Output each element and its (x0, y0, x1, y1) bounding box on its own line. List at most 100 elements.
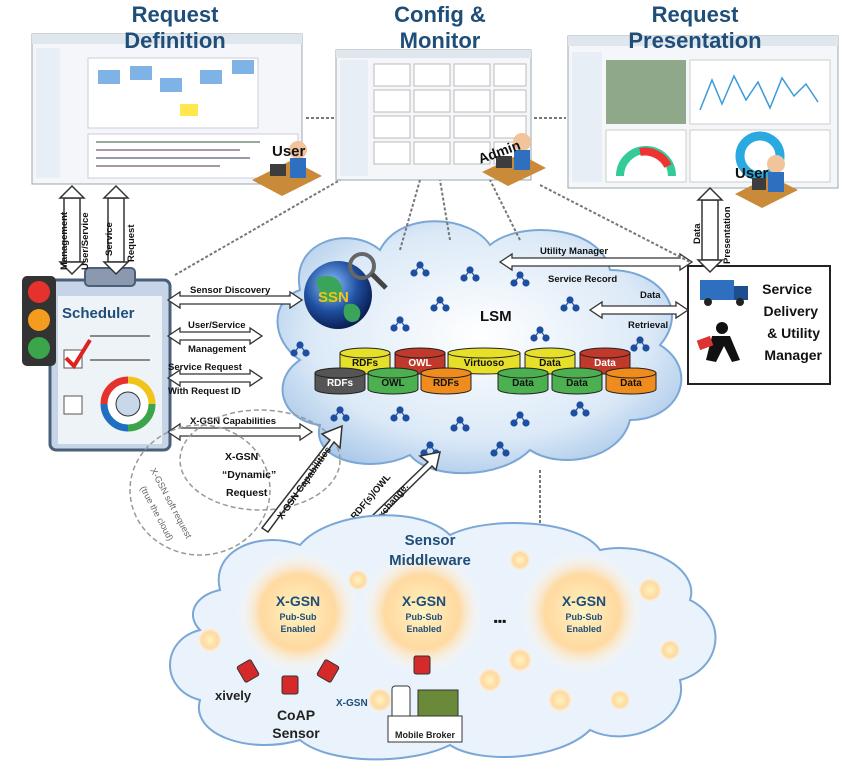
xgsn-small-label: X-GSN (336, 698, 368, 709)
ssn-globe-icon (304, 252, 388, 329)
cylinder-bottom-0: RDFs (314, 367, 366, 395)
cylinder-bottom-1-label: OWL (381, 378, 404, 389)
middleware-title-2: Middleware (389, 552, 471, 569)
middleware-ellipsis: ▪▪▪ (494, 614, 507, 628)
lsm-label: LSM (480, 308, 512, 325)
horizontal-arrows (166, 252, 694, 442)
arrow-user-service-mgmt (166, 326, 264, 346)
network-nodes (290, 261, 650, 457)
cylinder-top-0-label: RDFs (352, 358, 379, 369)
service-delivery-line-2: Delivery (764, 303, 819, 319)
management-label: Management (59, 211, 70, 270)
xgsn-dynamic-3: Request (226, 487, 268, 499)
request-presentation-title-1: Request (652, 2, 739, 27)
arrow-data-retrieval (588, 300, 690, 320)
admin-icon (482, 133, 546, 186)
request-presentation-title-2: Presentation (628, 28, 761, 53)
arrow-data-presentation (696, 186, 724, 274)
data-label: Data (692, 223, 703, 244)
xgsn-node-3-name: X-GSN (562, 593, 606, 609)
request-definition-screenshot (31, 33, 303, 185)
data-label-2: Data (640, 290, 661, 301)
cylinder-top-2: Virtuoso (447, 347, 521, 375)
mobile-broker-label: Mobile Broker (395, 730, 456, 740)
arrow-service-request (102, 184, 130, 276)
arrow-service-request-id (166, 368, 264, 388)
config-monitor-title-1: Config & (394, 2, 486, 27)
cylinder-bottom-5: Data (605, 367, 657, 395)
retrieval-label: Retrieval (628, 320, 668, 331)
user-icon (252, 141, 322, 196)
cylinder-bottom-0-label: RDFs (327, 378, 354, 389)
refresh-cycle-icon (100, 376, 156, 432)
coap-label-2: Sensor (272, 725, 320, 741)
service-delivery-box (687, 265, 831, 385)
xgsn-node-1-sub1: Pub-Sub (280, 612, 317, 622)
cylinder-bottom-2: RDFs (420, 367, 472, 395)
cylinder-bottom-3-label: Data (512, 378, 534, 389)
dynamic-request-loop (129, 409, 341, 556)
lsm-cloud (276, 220, 683, 475)
presentation-label: Presentation (722, 206, 733, 264)
request-presentation-screenshot (567, 35, 839, 189)
middleware-title-1: Sensor (405, 532, 456, 549)
sensor-bursts (196, 548, 682, 714)
service-delivery-line-1: Service (762, 281, 812, 297)
user-service-label-2: User/Service (188, 320, 246, 331)
cylinder-bottom-4-label: Data (566, 378, 588, 389)
user-label-1: User (272, 143, 306, 160)
xgsn-capabilities-label: X-GSN Capabilities (190, 416, 276, 427)
user-service-label: User/Service (80, 212, 91, 270)
user-label-2: User (735, 165, 769, 182)
cylinder-top-2-label: Virtuoso (464, 358, 504, 369)
ssn-label: SSN (318, 289, 349, 306)
cylinder-top-1-label: OWL (408, 358, 431, 369)
user-icon-2 (735, 155, 798, 208)
service-delivery-line-3: & Utility (767, 325, 820, 341)
sensor-discovery-label: Sensor Discovery (190, 285, 271, 296)
coap-label-1: CoAP (277, 707, 315, 723)
service-request-label: Service Request (168, 362, 243, 373)
xgsn-node-2-sub2: Enabled (406, 624, 441, 634)
management-label-2: Management (188, 344, 247, 355)
xgsn-capabilities-diag-label: X-GSN Capabilities (275, 445, 333, 522)
arrow-sensor-discovery (166, 290, 304, 310)
cylinder-bottom-1: OWL (367, 367, 419, 395)
cylinder-bottom-4: Data (551, 367, 603, 395)
xgsn-node-3-sub2: Enabled (566, 624, 601, 634)
request-definition-title-1: Request (132, 2, 219, 27)
request-definition-title-2: Definition (124, 28, 225, 53)
xgsn-node-1-name: X-GSN (276, 593, 320, 609)
xgsn-node-2-sub1: Pub-Sub (406, 612, 443, 622)
cylinder-bottom-2-label: RDFs (433, 378, 460, 389)
xgsn-node-2-name: X-GSN (402, 593, 446, 609)
delivery-man-icon (696, 322, 740, 362)
xgsn-dynamic-2: “Dynamic” (222, 469, 276, 481)
cylinder-top-4-label: Data (594, 358, 616, 369)
arrow-utility-manager (498, 252, 694, 272)
xgsn-node-3-sub1: Pub-Sub (566, 612, 603, 622)
service-label: Service (104, 222, 115, 256)
request-label: Request (126, 224, 137, 262)
dotted-connectors (174, 179, 691, 530)
service-record-label: Service Record (548, 274, 617, 285)
arrow-xgsn-capabilities-diag (260, 424, 343, 534)
xgsn-node-1-sub2: Enabled (280, 624, 315, 634)
config-monitor-screenshot (335, 49, 532, 181)
traffic-light-icon (22, 276, 56, 366)
arrow-management (58, 184, 86, 276)
xgsn-dynamic-1: X-GSN (225, 451, 258, 463)
cylinder-bottom-3: Data (497, 367, 549, 395)
xively-label: xively (215, 688, 252, 703)
utility-manager-label: Utility Manager (540, 246, 608, 257)
arrow-xgsn-capabilities (166, 422, 314, 442)
config-monitor-title-2: Monitor (400, 28, 481, 53)
delivery-truck-icon (700, 280, 748, 306)
cylinder-bottom-5-label: Data (620, 378, 642, 389)
mobile-broker-icon (387, 685, 463, 743)
service-delivery-line-4: Manager (764, 347, 822, 363)
cylinder-top-3-label: Data (539, 358, 561, 369)
scheduler-label: Scheduler (62, 305, 135, 322)
